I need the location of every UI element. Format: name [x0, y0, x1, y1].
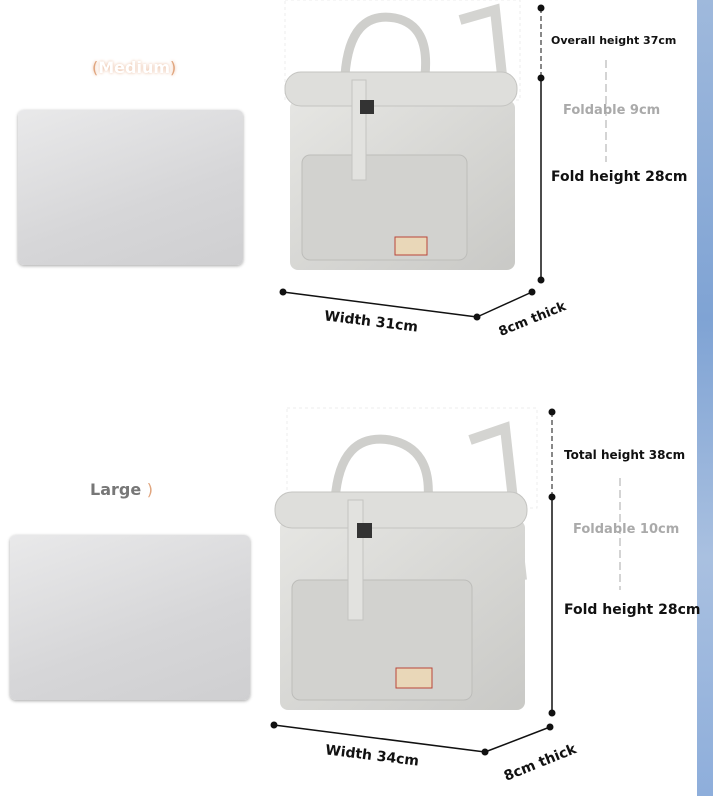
foldable-medium: Foldable 9cm — [563, 103, 661, 118]
bag-large — [274, 407, 538, 710]
size-label-text: Large — [90, 480, 142, 499]
fold-height-large: Fold height 28cm — [564, 602, 701, 618]
background-strip — [697, 0, 713, 796]
laptop-large — [10, 535, 250, 700]
dimension-lines-medium — [279, 4, 607, 321]
total-height-large: Total height 38cm — [564, 448, 686, 462]
size-label-text: Medium — [98, 58, 171, 77]
overall-height-medium: Overall height 37cm — [551, 34, 677, 47]
bag-medium — [284, 0, 521, 270]
size-label-large: Large ) — [90, 480, 154, 499]
size-label-medium: (Medium) — [92, 58, 177, 77]
laptop-medium — [18, 110, 243, 265]
dimension-lines-large — [270, 408, 621, 756]
fold-height-medium: Fold height 28cm — [551, 169, 688, 185]
foldable-large: Foldable 10cm — [573, 522, 680, 537]
